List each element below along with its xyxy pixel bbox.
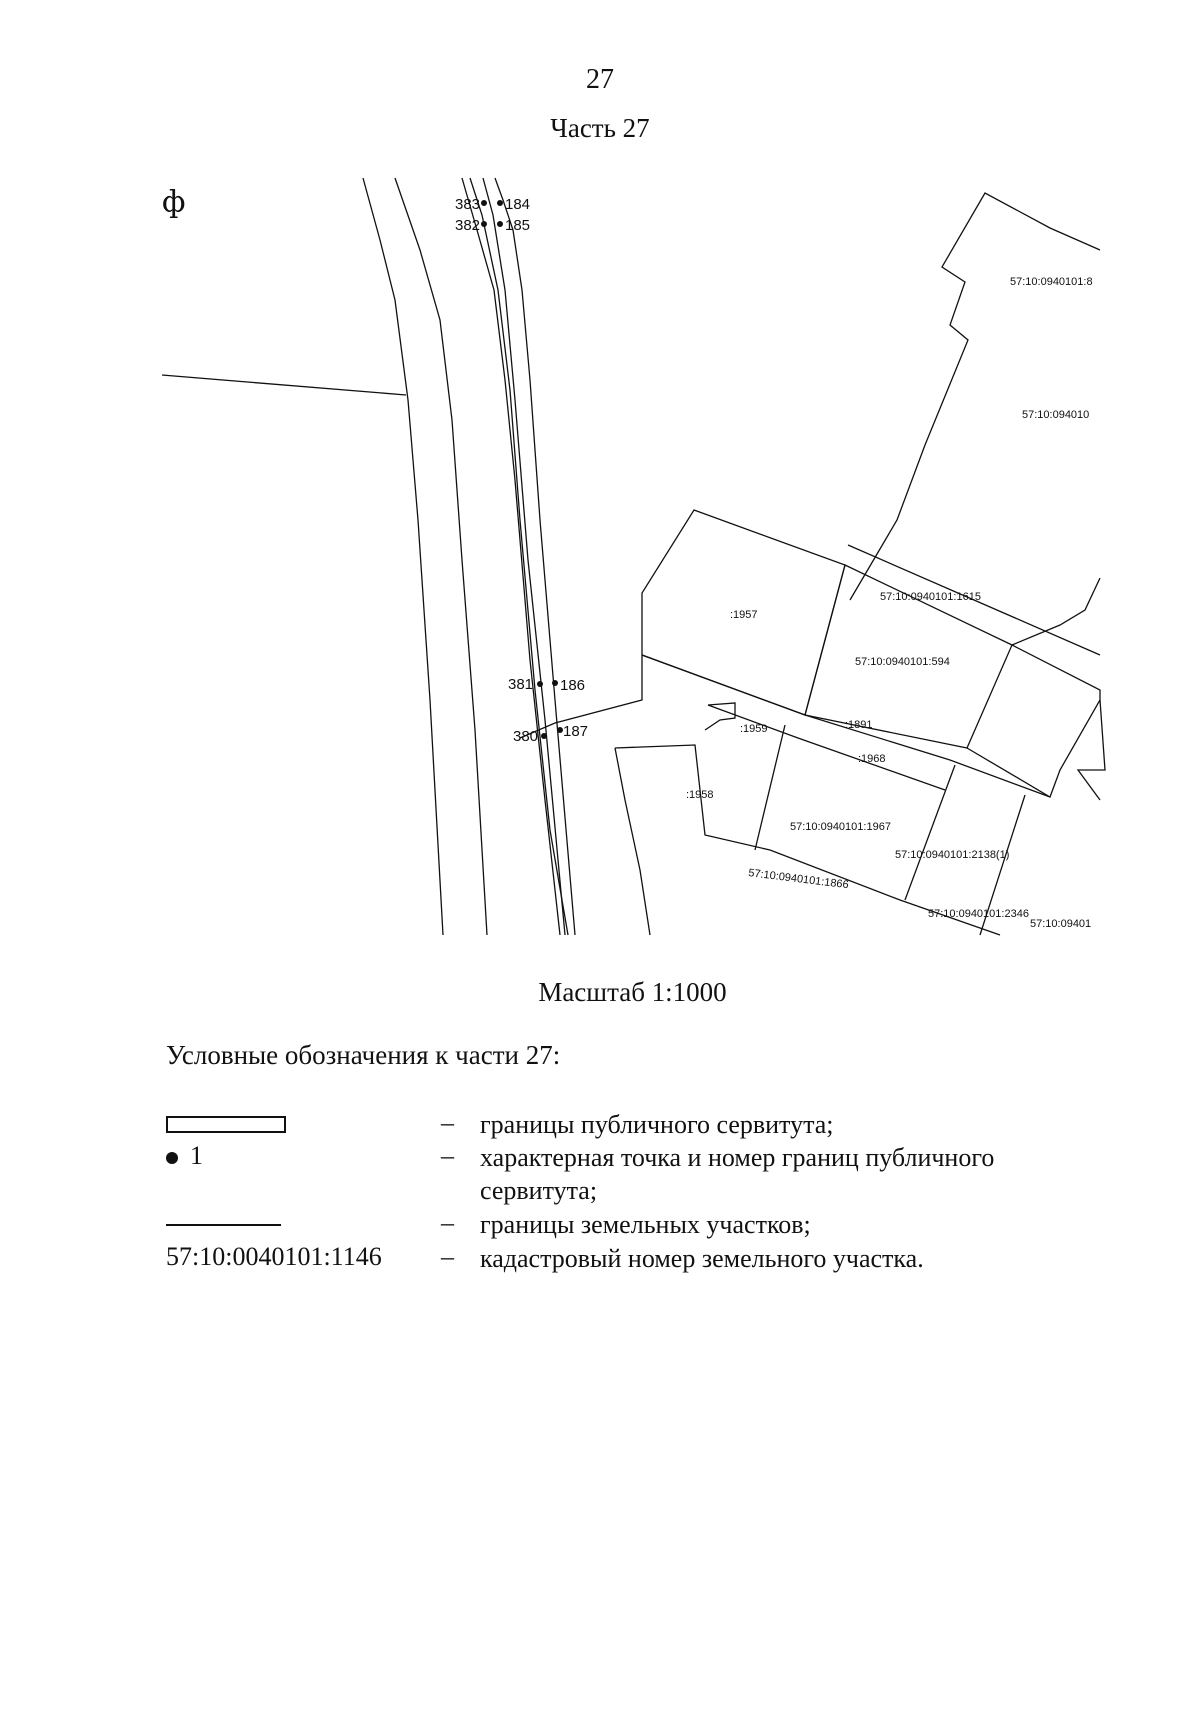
parcel-boundary-east	[966, 644, 1101, 798]
parcel-label: 57:10:0940101:8	[1010, 276, 1093, 288]
legend-dash: –	[441, 1208, 454, 1237]
parcel-boundary-far-east	[1076, 699, 1106, 801]
parcel-boundary-west	[161, 374, 407, 396]
legend-text: характерная точка и номер границ публичн…	[480, 1143, 995, 1205]
parcel-boundary-ne	[849, 192, 1101, 601]
parcel-boundary-e2	[1011, 577, 1101, 646]
parcel-label: 57:10:09401	[1030, 918, 1091, 930]
legend-text: кадастровый номер земельного участка.	[480, 1244, 924, 1273]
point-dot-icon	[166, 1152, 178, 1165]
parcel-label: 57:10:0940101:1615	[880, 591, 981, 603]
parcel-boundary-1959	[704, 702, 736, 731]
point-marker-185	[497, 221, 503, 227]
parcel-boundary-2138	[904, 764, 956, 901]
legend-title: Условные обозначения к части 27:	[166, 1040, 561, 1070]
parcel-boundary-1958	[614, 744, 1001, 936]
parcel-label: 57:10:0940101:594	[855, 656, 950, 668]
parcel-label: 57:10:0940101:1967	[790, 821, 891, 833]
cadastral-map: 383 184 382 185 381 186 380 187 57:10:09…	[161, 177, 1106, 936]
easement-connector	[519, 655, 643, 739]
parcel-boundary-2346	[979, 794, 1026, 936]
easement-boundary-symbol-icon	[166, 1108, 286, 1133]
point-label: 184	[505, 196, 530, 213]
parcel-boundary-1967	[754, 724, 786, 851]
legend-text: границы публичного сервитута;	[480, 1110, 834, 1139]
road-line-3	[494, 177, 576, 936]
legend-dash: –	[441, 1242, 454, 1271]
parcel-label: :1959	[740, 723, 768, 735]
point-marker-380	[541, 733, 547, 739]
parcel-boundary-symbol-icon	[166, 1208, 281, 1226]
parcel-label: :1958	[686, 789, 714, 801]
point-label: 383	[455, 196, 480, 213]
road-line-2	[394, 177, 488, 936]
parcel-boundary-1968	[707, 704, 946, 791]
parcel-label: 57:10:0940101:2138(1)	[895, 849, 1009, 861]
parcel-label: 57:10:0940101:1866	[748, 867, 850, 891]
parcel-label: 57:10:094010	[1022, 409, 1089, 421]
parcel-label: :1957	[730, 609, 758, 621]
scale-label: Масштаб 1:1000	[538, 977, 727, 1007]
point-marker-381	[537, 681, 543, 687]
point-marker-184	[497, 200, 503, 206]
page-number: 27	[586, 64, 614, 95]
road-line-4	[614, 747, 651, 936]
parcel-boundary-e1	[847, 544, 1101, 656]
point-label: 186	[560, 677, 585, 694]
easement-line-mid	[469, 177, 569, 936]
parcel-label: :1968	[858, 753, 886, 765]
road-line-1	[362, 177, 444, 936]
point-label: 382	[455, 217, 480, 234]
north-arrow-icon: ф	[162, 185, 186, 220]
point-label: 185	[505, 217, 530, 234]
parcel-label: :1891	[845, 719, 873, 731]
point-symbol-number: 1	[190, 1141, 203, 1170]
parcel-boundary-1891	[641, 654, 1051, 798]
part-title: Часть 27	[550, 113, 650, 143]
easement-line-left	[461, 177, 561, 936]
point-label: 187	[563, 723, 588, 740]
easement-line-right	[482, 177, 566, 936]
legend-dash: –	[441, 1108, 454, 1137]
legend-text: границы земельных участков;	[480, 1210, 811, 1239]
point-marker-382	[481, 221, 487, 227]
parcel-label: 57:10:0940101:2346	[928, 908, 1029, 920]
point-marker-187	[557, 727, 563, 733]
point-label: 380	[513, 728, 538, 745]
legend-dash: –	[441, 1141, 454, 1170]
point-symbol: 1	[166, 1141, 203, 1171]
cadastral-number-example: 57:10:0040101:1146	[166, 1242, 382, 1271]
point-label: 381	[508, 676, 533, 693]
point-marker-383	[481, 200, 487, 206]
point-marker-186	[552, 680, 558, 686]
